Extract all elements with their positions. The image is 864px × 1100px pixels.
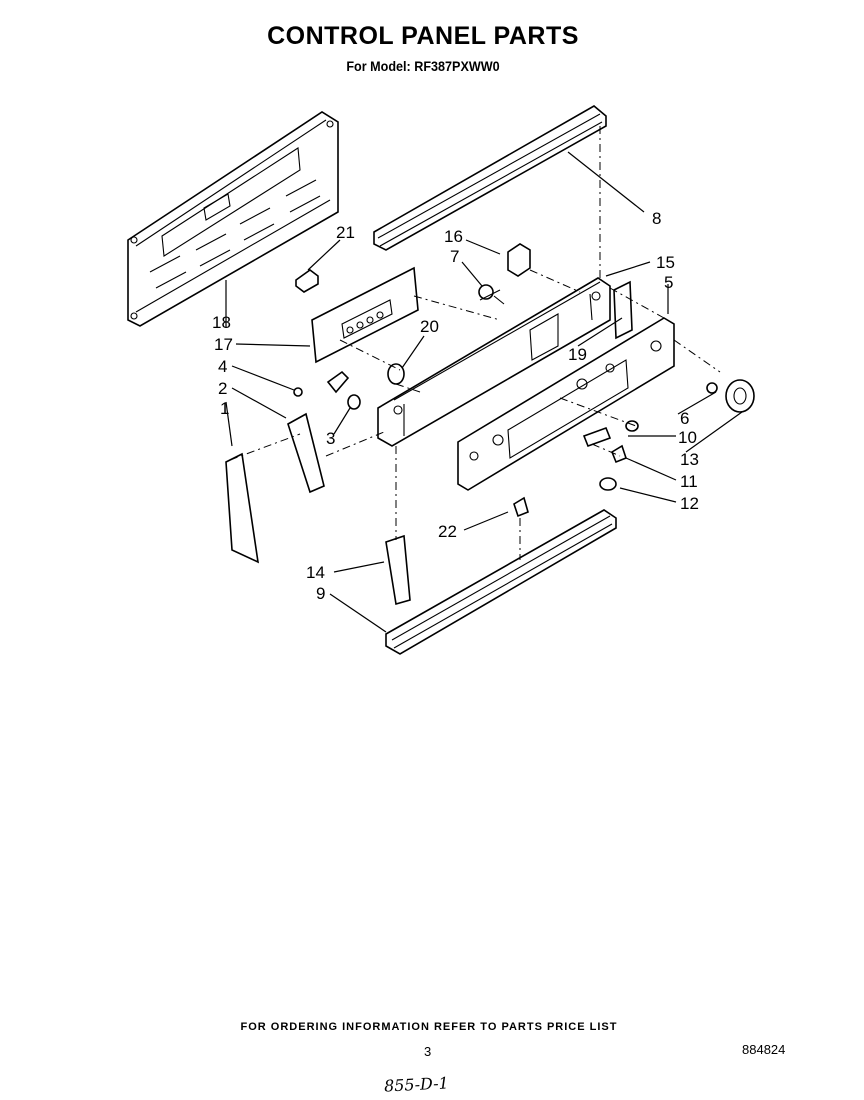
callout-18: 18 <box>212 313 231 332</box>
part-4-lamp <box>293 387 303 397</box>
page-title: CONTROL PANEL PARTS <box>267 22 579 50</box>
document-number: 884824 <box>742 1042 786 1057</box>
part-16-switch <box>507 243 531 277</box>
callout-13: 13 <box>680 450 699 469</box>
callout-16: 16 <box>444 227 463 246</box>
callout-2: 2 <box>218 379 227 398</box>
part-21-clip <box>295 269 319 293</box>
callout-6: 6 <box>680 409 689 428</box>
part-12-button <box>599 477 617 491</box>
callout-4: 4 <box>218 357 227 376</box>
part-20-bulb <box>387 363 405 385</box>
callout-3: 3 <box>326 429 335 448</box>
callout-7: 7 <box>450 247 459 266</box>
callout-1: 1 <box>220 399 229 418</box>
model-subtitle: For Model: RF387PXWW0 <box>346 58 500 74</box>
part-18-rear-panel <box>127 111 339 327</box>
part-15-panel-frame <box>377 277 611 447</box>
part-22-clip <box>513 496 529 518</box>
callout-11: 11 <box>680 472 698 491</box>
part-19-bracket <box>613 280 633 340</box>
callout-12: 12 <box>680 494 699 513</box>
leader-lines <box>225 151 743 633</box>
part-1-side-trim <box>225 452 260 564</box>
callout-21: 21 <box>336 223 355 242</box>
part-8-top-trim <box>373 105 607 251</box>
callout-22: 22 <box>438 522 457 541</box>
part-3-lamp-lens <box>347 394 361 410</box>
callout-14: 14 <box>306 563 325 582</box>
callout-5: 5 <box>664 273 673 292</box>
callout-19: 19 <box>568 345 587 364</box>
part-7-thermostat <box>478 284 505 305</box>
part-6-spring <box>706 382 718 394</box>
part-14-bracket <box>385 534 411 606</box>
part-17-control-board <box>311 266 419 364</box>
callout-10: 10 <box>678 428 697 447</box>
callout-15: 15 <box>656 253 675 272</box>
part-13-knob <box>725 379 755 413</box>
part-10-shaft <box>582 426 612 448</box>
callout-20: 20 <box>420 317 439 336</box>
callout-17: 17 <box>214 335 233 354</box>
part-9-bottom-trim <box>385 509 617 655</box>
callout-8: 8 <box>652 209 661 228</box>
handwritten-note: 855-D-1 <box>383 1073 450 1096</box>
ordering-note: FOR ORDERING INFORMATION REFER TO PARTS … <box>240 1021 618 1033</box>
part-2-end-cap <box>287 412 325 494</box>
callout-labels: 8 21 16 7 15 5 18 17 20 19 4 2 1 3 6 10 … <box>212 209 699 603</box>
part-4-lamp-socket <box>326 370 350 394</box>
page-number: 3 <box>424 1044 432 1059</box>
callout-9: 9 <box>316 584 325 603</box>
